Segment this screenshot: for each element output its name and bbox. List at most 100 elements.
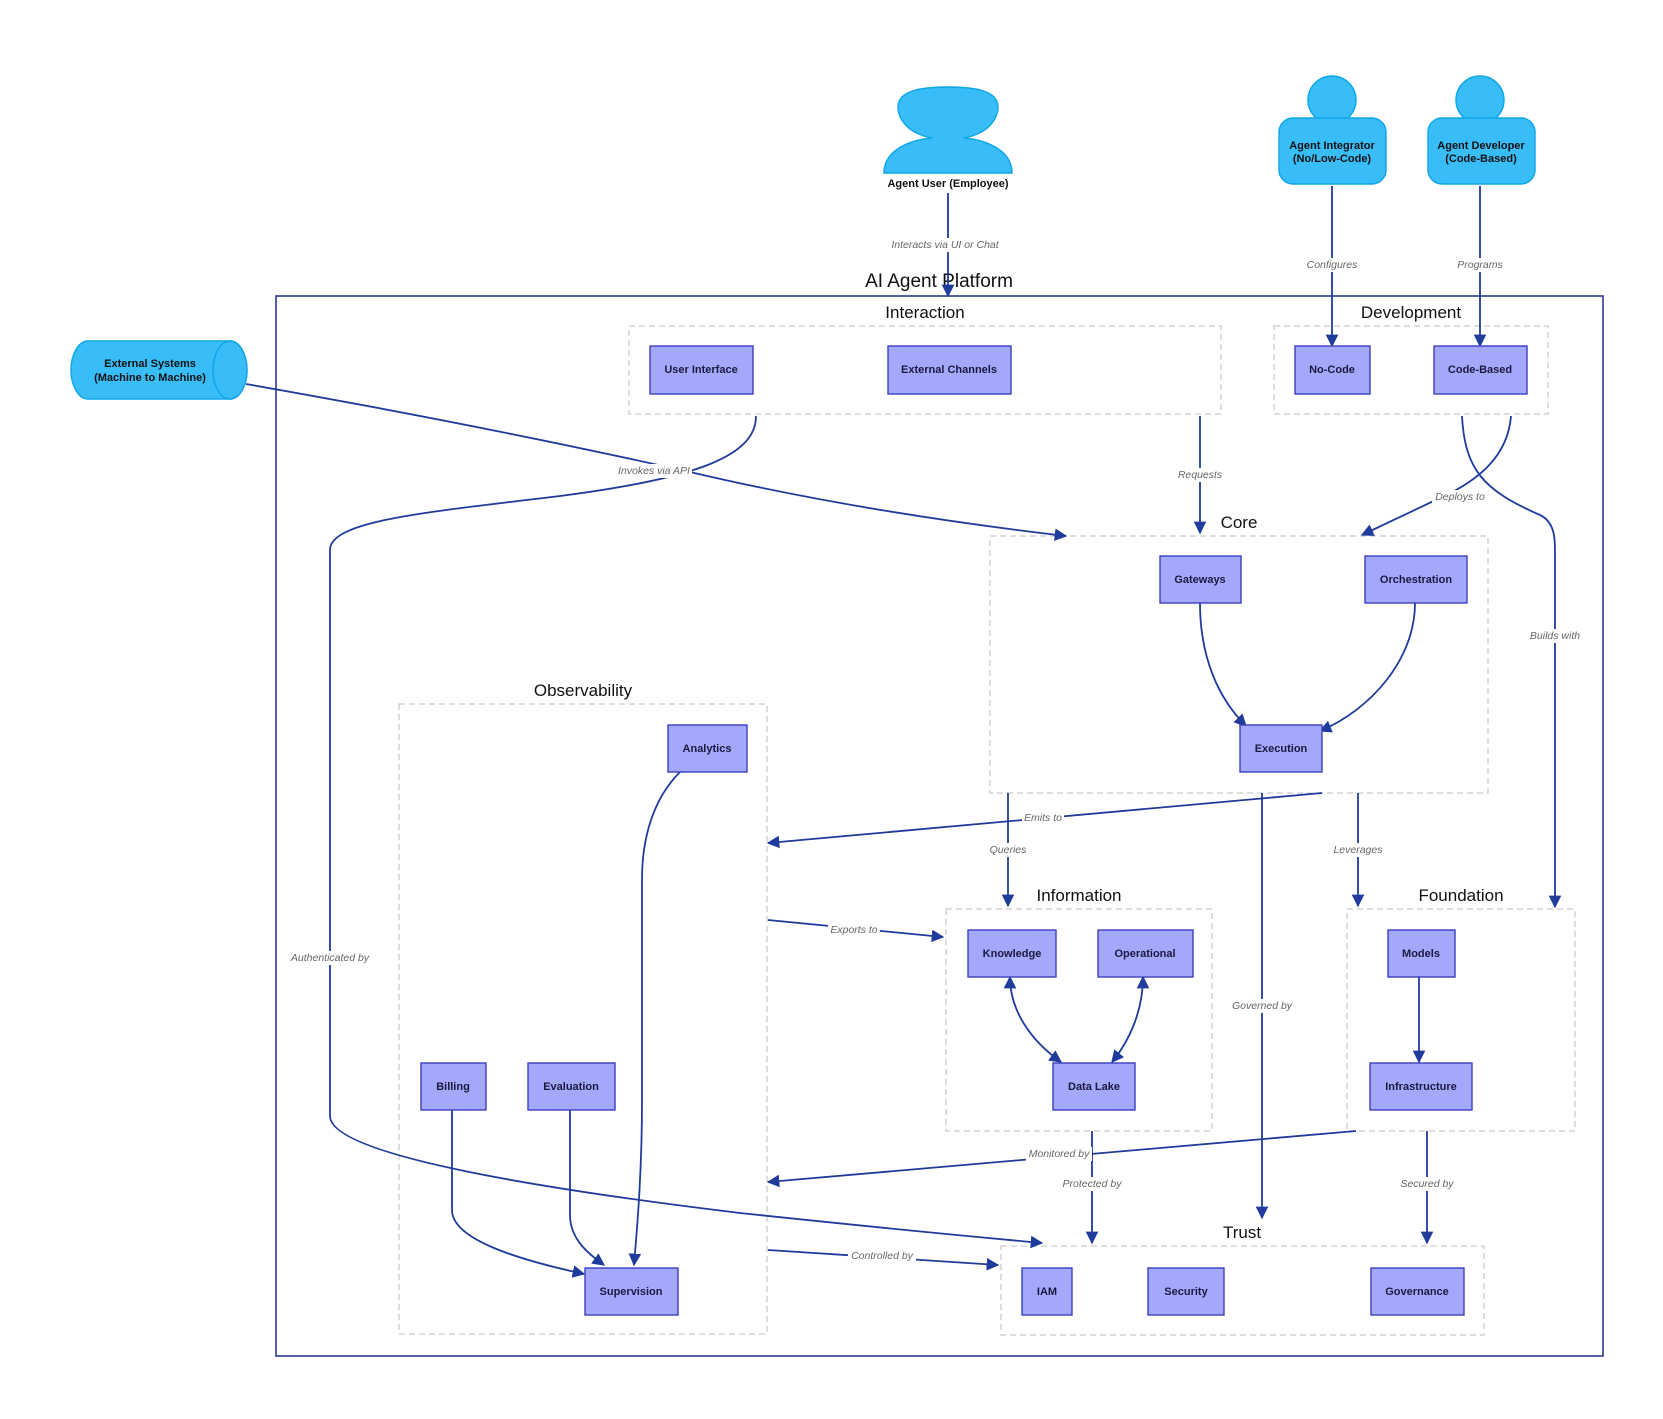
edge-evaluation-supervision xyxy=(569,1109,606,1266)
group-information: Information xyxy=(945,886,1213,1132)
node-label-iam: IAM xyxy=(1037,1286,1057,1298)
node-billing[interactable]: Billing xyxy=(420,1062,487,1111)
node-orchestration[interactable]: Orchestration xyxy=(1364,555,1468,604)
edge-development-builds xyxy=(1461,415,1562,909)
person-head-icon xyxy=(1307,75,1357,125)
label-interacts: Interacts via UI or Chat xyxy=(891,239,999,251)
group-title-observability: Observability xyxy=(534,681,633,700)
group-trust: Trust xyxy=(1000,1223,1485,1336)
node-label-execution: Execution xyxy=(1255,743,1308,755)
edge-orchestration-execution xyxy=(1318,602,1416,733)
group-core: Core xyxy=(989,513,1489,794)
node-supervision[interactable]: Supervision xyxy=(584,1267,679,1316)
actor-label-agent-integrator-line2: (No/Low-Code) xyxy=(1293,153,1372,165)
actor-label-agent-user: Agent User (Employee) xyxy=(887,178,1008,190)
actor-agent-integrator: Agent Integrator (No/Low-Code) xyxy=(1278,75,1387,185)
edge-development-deploys xyxy=(1360,415,1512,536)
actor-label-agent-integrator-line1: Agent Integrator xyxy=(1289,140,1375,152)
platform-title: AI Agent Platform xyxy=(865,271,1013,292)
edge-labels: Interacts via UI or Chat Configures Prog… xyxy=(288,238,1588,1263)
cylinder-cap xyxy=(212,340,248,400)
node-label-governance: Governance xyxy=(1385,1286,1449,1298)
node-label-gateways: Gateways xyxy=(1174,574,1225,586)
node-label-analytics: Analytics xyxy=(683,743,732,755)
label-exports: Exports to xyxy=(830,924,877,936)
node-label-knowledge: Knowledge xyxy=(983,948,1042,960)
node-operational[interactable]: Operational xyxy=(1097,929,1194,978)
edge-external-invokes xyxy=(245,383,1068,541)
label-monitored: Monitored by xyxy=(1029,1148,1090,1160)
node-execution[interactable]: Execution xyxy=(1239,724,1323,773)
label-controlled: Controlled by xyxy=(851,1250,914,1262)
actor-external-systems: External Systems (Machine to Machine) xyxy=(70,340,248,400)
edge-interaction-authenticated xyxy=(329,415,1044,1249)
node-label-billing: Billing xyxy=(436,1081,470,1093)
label-requests: Requests xyxy=(1178,469,1223,481)
group-development: Development xyxy=(1273,303,1549,415)
person-head-icon xyxy=(1455,75,1505,125)
node-knowledge[interactable]: Knowledge xyxy=(967,929,1057,978)
group-title-development: Development xyxy=(1361,303,1461,322)
node-user-interface[interactable]: User Interface xyxy=(649,345,754,395)
node-label-data-lake: Data Lake xyxy=(1068,1081,1120,1093)
actor-agent-user: Agent User (Employee) xyxy=(883,86,1013,190)
label-emits: Emits to xyxy=(1024,812,1062,824)
node-label-user-interface: User Interface xyxy=(664,364,737,376)
group-title-interaction: Interaction xyxy=(885,303,964,322)
label-programs: Programs xyxy=(1457,259,1503,271)
node-security[interactable]: Security xyxy=(1147,1267,1225,1316)
label-leverages: Leverages xyxy=(1333,844,1383,856)
node-label-infrastructure: Infrastructure xyxy=(1385,1081,1457,1093)
group-title-foundation: Foundation xyxy=(1418,886,1503,905)
actor-label-agent-developer-line1: Agent Developer xyxy=(1437,140,1525,152)
person-icon xyxy=(883,86,1013,174)
label-builds: Builds with xyxy=(1530,630,1580,642)
node-label-models: Models xyxy=(1402,948,1440,960)
node-iam[interactable]: IAM xyxy=(1021,1267,1073,1316)
node-label-supervision: Supervision xyxy=(600,1286,663,1298)
node-label-evaluation: Evaluation xyxy=(543,1081,599,1093)
group-title-trust: Trust xyxy=(1223,1223,1261,1242)
node-label-operational: Operational xyxy=(1114,948,1175,960)
node-label-code-based: Code-Based xyxy=(1448,364,1512,376)
label-configures: Configures xyxy=(1307,259,1359,271)
node-gateways[interactable]: Gateways xyxy=(1159,555,1242,604)
platform-frame xyxy=(275,295,1604,1357)
actor-label-external-line1: External Systems xyxy=(104,358,196,370)
node-label-security: Security xyxy=(1164,1286,1208,1298)
person-body-icon xyxy=(1278,117,1387,185)
node-analytics[interactable]: Analytics xyxy=(667,724,748,773)
node-infrastructure[interactable]: Infrastructure xyxy=(1369,1062,1473,1111)
node-evaluation[interactable]: Evaluation xyxy=(527,1062,616,1111)
label-queries: Queries xyxy=(990,844,1028,856)
node-governance[interactable]: Governance xyxy=(1370,1267,1465,1316)
node-models[interactable]: Models xyxy=(1387,929,1456,978)
actor-label-external-line2: (Machine to Machine) xyxy=(94,372,206,384)
node-label-no-code: No-Code xyxy=(1309,364,1355,376)
node-external-channels[interactable]: External Channels xyxy=(887,345,1012,395)
group-interaction: Interaction xyxy=(628,303,1222,415)
label-governed: Governed by xyxy=(1232,1000,1293,1012)
actor-label-agent-developer-line2: (Code-Based) xyxy=(1445,153,1517,165)
node-label-external-channels: External Channels xyxy=(901,364,997,376)
label-protected: Protected by xyxy=(1063,1178,1123,1190)
edge-analytics-supervision xyxy=(628,771,681,1267)
node-no-code[interactable]: No-Code xyxy=(1294,345,1371,395)
edge-gateways-execution xyxy=(1199,602,1247,727)
node-code-based[interactable]: Code-Based xyxy=(1433,345,1528,395)
label-invokes: Invokes via API xyxy=(618,465,690,477)
node-label-orchestration: Orchestration xyxy=(1380,574,1452,586)
group-foundation: Foundation xyxy=(1346,886,1576,1132)
label-deploys: Deploys to xyxy=(1435,491,1485,503)
edge-billing-supervision xyxy=(451,1109,586,1278)
person-body-icon xyxy=(1427,117,1536,185)
group-title-core: Core xyxy=(1221,513,1258,532)
node-data-lake[interactable]: Data Lake xyxy=(1052,1062,1136,1111)
edge-knowledge-datalake xyxy=(1003,975,1063,1063)
edge-operational-datalake xyxy=(1111,975,1150,1063)
group-observability: Observability xyxy=(398,681,768,1335)
label-authenticated: Authenticated by xyxy=(290,952,370,964)
label-secured: Secured by xyxy=(1400,1178,1454,1190)
group-title-information: Information xyxy=(1036,886,1121,905)
